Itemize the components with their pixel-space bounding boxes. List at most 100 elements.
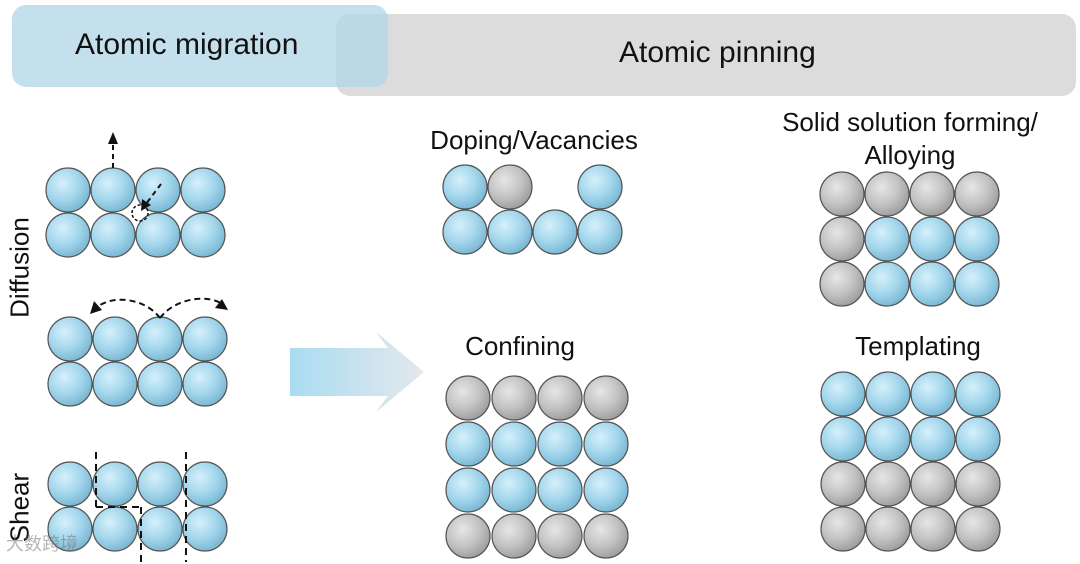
vacancy-marker xyxy=(131,204,149,222)
host-atom xyxy=(583,467,629,513)
host-atom xyxy=(820,416,866,462)
right-hop-arrow xyxy=(159,297,223,319)
host-atom xyxy=(135,212,181,258)
host-atom xyxy=(90,167,136,213)
foreign-atom xyxy=(537,513,583,559)
host-atom xyxy=(955,371,1001,417)
foreign-atom xyxy=(445,513,491,559)
foreign-atom xyxy=(909,171,955,217)
host-atom xyxy=(532,209,578,255)
solid-solution-label-line1: Solid solution forming/ xyxy=(782,107,1038,137)
host-atom xyxy=(491,421,537,467)
diffusion-hop-lattice xyxy=(47,316,228,407)
host-atom xyxy=(954,216,1000,262)
solid-solution-label-line2: Alloying xyxy=(864,140,956,170)
host-atom xyxy=(910,416,956,462)
foreign-atom xyxy=(819,216,865,262)
diffusion-vacancy-lattice xyxy=(45,167,226,258)
foreign-atom xyxy=(955,461,1001,507)
atomic-migration-title: Atomic migration xyxy=(75,28,299,61)
host-atom xyxy=(182,506,228,552)
host-atom xyxy=(442,209,488,255)
arrow-head-icon xyxy=(215,299,228,310)
shear-lattice xyxy=(47,461,228,552)
host-atom xyxy=(442,164,488,210)
foreign-atom xyxy=(910,461,956,507)
host-atom xyxy=(537,421,583,467)
transition-arrow-icon xyxy=(290,332,424,412)
arrow-head-icon xyxy=(141,199,151,211)
host-atom xyxy=(137,461,183,507)
host-atom xyxy=(865,371,911,417)
foreign-atom xyxy=(819,171,865,217)
host-atom xyxy=(910,371,956,417)
atomic-migration-banner xyxy=(12,5,388,87)
host-atom xyxy=(864,216,910,262)
host-atom xyxy=(820,371,866,417)
foreign-atom xyxy=(583,375,629,421)
vacancy-migration-arrows xyxy=(108,132,162,222)
host-atom xyxy=(92,506,138,552)
templating-label: Templating xyxy=(855,331,981,361)
solid-solution-lattice xyxy=(819,171,1000,307)
host-atom xyxy=(864,261,910,307)
foreign-atom xyxy=(537,375,583,421)
host-atom xyxy=(537,467,583,513)
left-hop-arrow xyxy=(95,298,161,319)
host-atom xyxy=(47,316,93,362)
host-atom xyxy=(487,209,533,255)
host-atom xyxy=(137,506,183,552)
host-atom xyxy=(92,316,138,362)
host-atom xyxy=(491,467,537,513)
host-atom xyxy=(137,316,183,362)
foreign-atom xyxy=(445,375,491,421)
foreign-atom xyxy=(491,375,537,421)
host-atom xyxy=(445,421,491,467)
host-atom xyxy=(182,461,228,507)
templating-lattice xyxy=(820,371,1001,552)
foreign-atom xyxy=(865,506,911,552)
arrow-head-icon xyxy=(90,301,102,314)
host-atom xyxy=(909,216,955,262)
host-atom xyxy=(954,261,1000,307)
foreign-atom xyxy=(954,171,1000,217)
host-atom xyxy=(180,212,226,258)
host-atom xyxy=(47,361,93,407)
doping-vacancies-label: Doping/Vacancies xyxy=(430,125,638,155)
foreign-atom xyxy=(865,461,911,507)
host-atom xyxy=(182,316,228,362)
foreign-atom xyxy=(583,513,629,559)
foreign-atom xyxy=(910,506,956,552)
host-atom xyxy=(90,212,136,258)
hopping-arrows xyxy=(90,297,228,319)
shear-dashed-lines xyxy=(95,452,187,562)
host-atom xyxy=(180,167,226,213)
foreign-atom xyxy=(864,171,910,217)
host-atom xyxy=(583,421,629,467)
diffusion-label: Diffusion xyxy=(4,217,35,318)
watermark: 大数跨境 xyxy=(6,534,78,554)
foreign-atom xyxy=(820,506,866,552)
atomic-pinning-title: Atomic pinning xyxy=(619,36,816,69)
foreign-atom xyxy=(819,261,865,307)
host-atom xyxy=(45,167,91,213)
foreign-atom xyxy=(487,164,533,210)
host-atom xyxy=(955,416,1001,462)
host-atom xyxy=(182,361,228,407)
foreign-atom xyxy=(820,461,866,507)
host-atom xyxy=(137,361,183,407)
confining-lattice xyxy=(445,375,629,559)
arrow-head-icon xyxy=(108,132,118,144)
host-atom xyxy=(577,209,623,255)
foreign-atom xyxy=(955,506,1001,552)
host-atom xyxy=(47,461,93,507)
host-atom xyxy=(445,467,491,513)
confining-label: Confining xyxy=(465,331,575,361)
diagonal-migration-arrow xyxy=(145,183,162,205)
atomic-pinning-banner xyxy=(336,14,1076,96)
host-atom xyxy=(45,212,91,258)
host-atom xyxy=(92,361,138,407)
doping-vacancies-lattice xyxy=(442,164,623,255)
host-atom xyxy=(865,416,911,462)
